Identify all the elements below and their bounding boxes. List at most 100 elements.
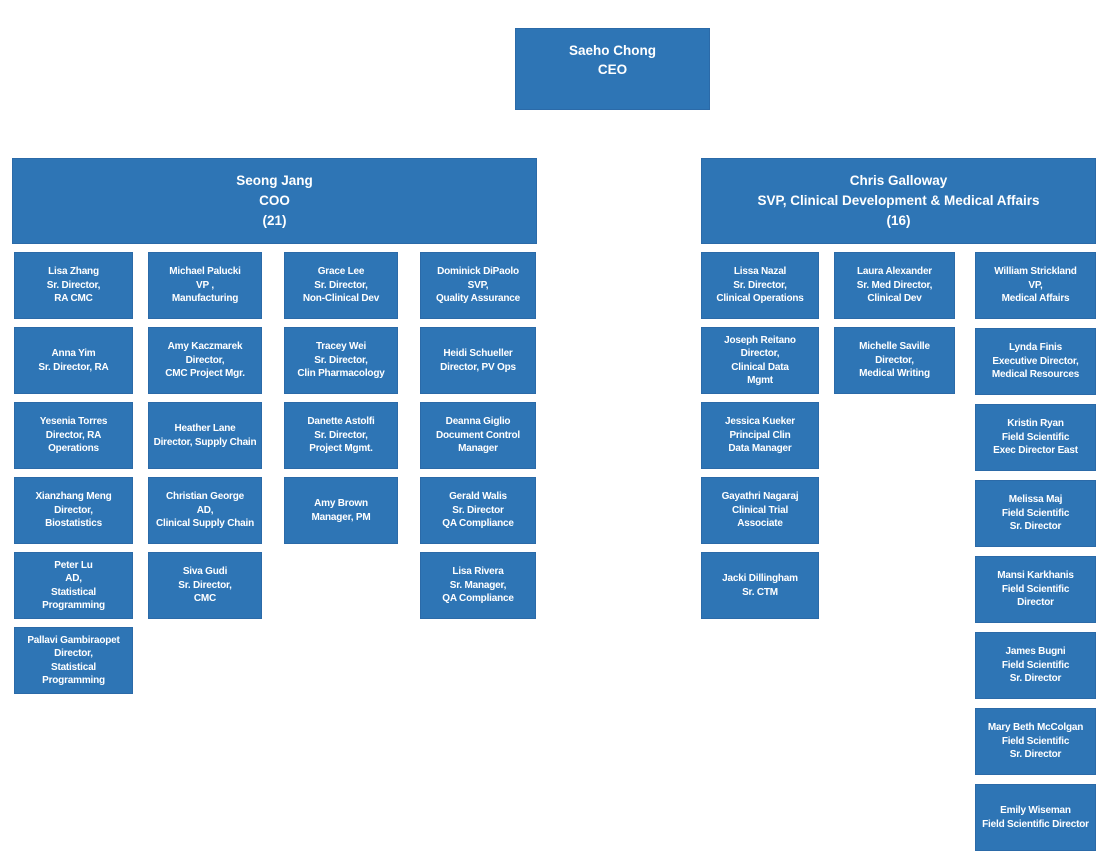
report-count: (16) [886,213,911,228]
person-name: Pallavi Gambiraopet [27,634,120,646]
person-title: Manufacturing [171,293,239,305]
person-name: Michael Palucki [169,266,241,278]
person-title: Associate [737,518,783,530]
person-title: AD, [196,504,214,516]
person-title: Non-Clinical Dev [302,293,380,305]
person-name: Dominick DiPaolo [437,266,519,278]
person-title: Field Scientific [1001,507,1070,519]
person-name: Heather Lane [174,423,236,434]
person-name: Laura Alexander [857,266,932,278]
person-title: Field Scientific [1001,583,1070,595]
person-name: Xianzhang Meng [35,491,112,503]
person-title: Data Manager [728,443,792,455]
person-title: CMC [193,593,217,605]
person-title: Field Scientific Director [982,818,1089,830]
person-title: Executive Director, [992,355,1079,367]
person-title: Sr. Med Director, [856,279,933,291]
person-title: Sr. Director, [314,354,368,366]
person-name: Anna Yim [51,348,96,359]
person-name: Heidi Schueller [443,348,513,359]
person-name: Deanna Giglio [445,416,511,428]
person-title: Principal Clin [729,429,791,441]
person-name: Lissa Nazal [733,266,787,278]
person-name: Siva Gudi [182,566,228,578]
person-name: Grace Lee [317,266,365,278]
person-title: Director, [54,648,93,659]
person-title: Sr. Manager, [449,579,507,591]
person-title: Sr. Director [452,504,504,516]
person-title: Sr. Director, RA [38,361,109,373]
person-name: Kristin Ryan [1007,418,1064,430]
report-count: (21) [262,213,287,228]
person-title: Director, [185,354,225,366]
person-title: SVP, [467,279,489,291]
person-title: Project Mgmt. [309,443,373,455]
person-title: Director, [54,504,93,516]
person-title: VP , [196,279,214,291]
person-title: Clinical Trial [731,504,789,516]
person-title: Operations [48,443,99,455]
person-title: Exec Director East [993,445,1078,457]
person-title: Sr. Director, [46,279,101,291]
person-title: Statistical [50,661,97,673]
person-name: Danette Astolfi [307,416,375,428]
person-name: Melissa Maj [1008,494,1063,506]
person-title: Programming [42,675,105,686]
person-name: Mansi Karkhanis [997,570,1074,582]
person-title: Director, PV Ops [440,361,516,373]
person-title: QA Compliance [442,518,514,530]
person-title: Field Scientific [1001,659,1070,671]
person-title: COO [259,193,290,208]
person-title: VP, [1028,279,1043,291]
person-title: Sr. Director [1009,749,1062,761]
person-title: Field Scientific [1001,431,1070,443]
person-title: Clinical Operations [716,293,804,305]
person-title: Mgmt [747,375,773,386]
person-title: Medical Affairs [1001,293,1070,305]
person-title: Field Scientific [1001,735,1070,747]
person-name: William Strickland [994,266,1077,278]
person-name: Mary Beth McColgan [987,722,1084,734]
person-title: Clinical Data [731,361,789,373]
person-name: Saeho Chong [569,43,656,58]
person-title: Sr. Director, [314,429,368,441]
person-name: Lisa Rivera [452,566,504,578]
branch-header-coo: Seong Jang COO (21) [12,158,537,244]
person-title: RA CMC [54,293,93,305]
person-title: Sr. Director, [314,279,368,291]
ceo-box: Saeho Chong CEO [515,28,710,110]
person-name: Joseph Reitano [724,334,796,346]
person-name: Emily Wiseman [1000,805,1071,816]
person-title: SVP, Clinical Development & Medical Affa… [757,193,1040,208]
person-name: James Bugni [1005,646,1066,658]
